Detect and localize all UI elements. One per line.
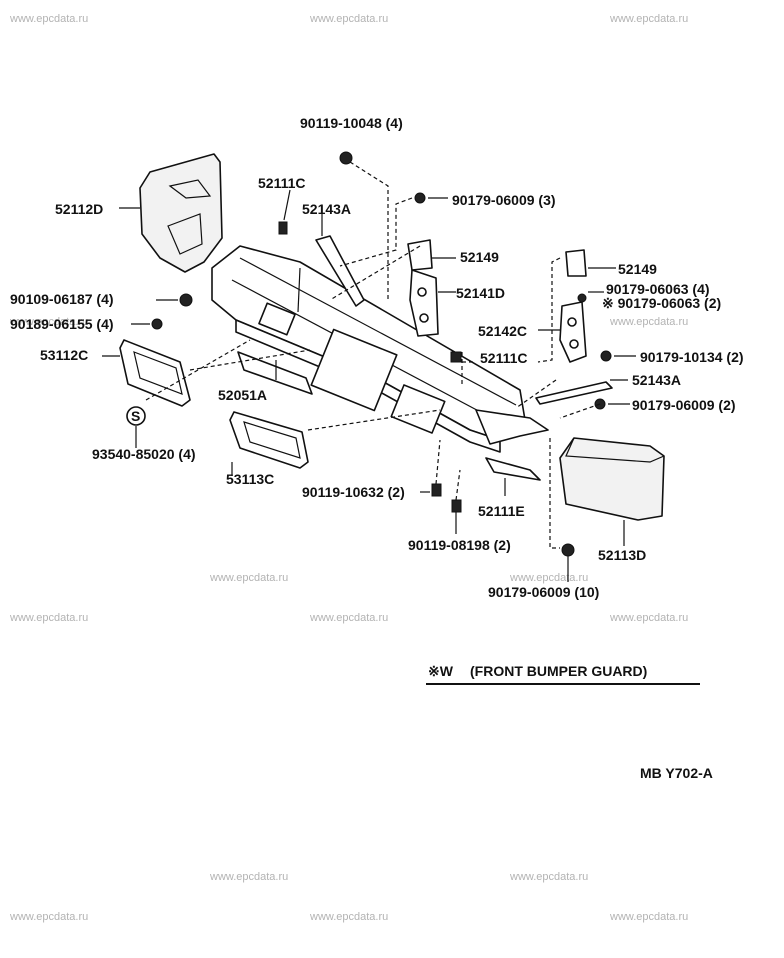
label-52149-left: 52149 xyxy=(460,249,499,265)
watermark: www.epcdata.ru xyxy=(9,316,88,328)
label-52149-right: 52149 xyxy=(618,261,657,277)
watermark: www.epcdata.ru xyxy=(209,572,288,584)
stay-52111E xyxy=(485,457,541,481)
lamp-53112C xyxy=(119,339,191,407)
watermark: www.epcdata.ru xyxy=(309,612,388,624)
watermark: www.epcdata.ru xyxy=(9,612,88,624)
diagram-reference-code: MB Y702-A xyxy=(640,765,713,781)
watermark: www.epcdata.ru xyxy=(209,871,288,883)
watermark: www.epcdata.ru xyxy=(609,911,688,923)
lamp-53113C xyxy=(229,411,309,469)
label-52111C-mid: 52111C xyxy=(480,350,528,366)
label-52142C: 52142C xyxy=(478,323,527,339)
label-90179-06009-2: 90179-06009 (2) xyxy=(632,397,736,413)
watermark: www.epcdata.ru xyxy=(609,13,688,25)
s-mark: S xyxy=(131,408,140,424)
label-90189-06155: 90189-06155 (4) xyxy=(10,316,114,332)
label-90119-10048: 90119-10048 (4) xyxy=(300,115,403,131)
label-90109-06187: 90109-06187 (4) xyxy=(10,291,114,307)
left-bumper-corner-52112D xyxy=(139,153,223,273)
right-bumper-corner-52113D xyxy=(559,437,665,521)
label-52113D: 52113D xyxy=(598,547,646,563)
plate-52051A xyxy=(237,351,313,395)
label-90119-10632: 90119-10632 (2) xyxy=(302,484,405,500)
label-90179-06063-4: 90179-06063 (4) xyxy=(606,281,710,297)
watermark: www.epcdata.ru xyxy=(309,13,388,25)
label-52111C-top: 52111C xyxy=(258,175,306,191)
label-93540-85020: 93540-85020 (4) xyxy=(92,446,196,462)
fastener-group xyxy=(126,151,612,557)
label-52112D: 52112D xyxy=(55,201,103,217)
watermark: www.epcdata.ru xyxy=(509,871,588,883)
label-90179-10134: 90179-10134 (2) xyxy=(640,349,744,365)
watermark: www.epcdata.ru xyxy=(609,612,688,624)
watermark: www.epcdata.ru xyxy=(609,316,688,328)
note-text: (FRONT BUMPER GUARD) xyxy=(470,663,647,679)
label-90119-08198: 90119-08198 (2) xyxy=(408,537,511,553)
brace-52149-left xyxy=(407,239,433,271)
label-52141D: 52141D xyxy=(456,285,505,301)
label-90179-06009-3: 90179-06009 (3) xyxy=(452,192,556,208)
watermark: www.epcdata.ru xyxy=(9,13,88,25)
label-90179-06063-2: ※ 90179-06063 (2) xyxy=(602,295,721,311)
label-53113C: 53113C xyxy=(226,471,274,487)
stay-52143A-right xyxy=(535,381,613,405)
label-52143A-top: 52143A xyxy=(302,201,351,217)
front-bumper-guard-note: ※W (FRONT BUMPER GUARD) xyxy=(426,663,700,685)
label-52051A: 52051A xyxy=(218,387,267,403)
label-52111E: 52111E xyxy=(478,503,525,519)
bracket-52141D xyxy=(409,269,439,337)
stay-52143A-top xyxy=(315,235,365,307)
watermark: www.epcdata.ru xyxy=(509,572,588,584)
brace-52149-right xyxy=(565,249,587,277)
watermark: www.epcdata.ru xyxy=(9,911,88,923)
label-90179-06009-10: 90179-06009 (10) xyxy=(488,584,599,600)
label-52143A-right: 52143A xyxy=(632,372,681,388)
bumper-bar xyxy=(211,245,549,453)
leader-lines xyxy=(102,161,636,582)
watermark: www.epcdata.ru xyxy=(309,911,388,923)
label-53112C: 53112C xyxy=(40,347,88,363)
note-mark: ※W xyxy=(428,663,454,679)
part-labels: 90119-10048 (4) 52111C 52143A 90179-0600… xyxy=(10,115,744,600)
bracket-52142C xyxy=(559,301,587,363)
